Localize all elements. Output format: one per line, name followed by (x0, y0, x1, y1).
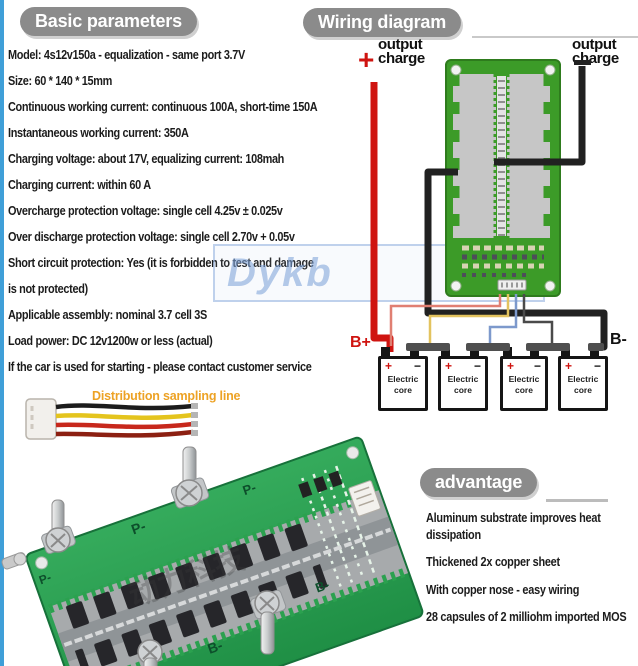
bms-board-photo: P- P- P- B- B- 动力科技 (25, 436, 424, 666)
cell-minus-mark: − (413, 359, 421, 373)
product-photo: P- P- P- B- B- 动力科技 (1, 398, 424, 666)
harness-wire-red (55, 421, 194, 430)
param-line: Instantaneous working current: 350A (8, 125, 189, 140)
advantage-item: Aluminum substrate improves heat dissipa… (426, 510, 601, 542)
param-line: Overcharge protection voltage: single ce… (8, 203, 283, 218)
harness-wire-yellow (55, 412, 194, 420)
cell-label: Electric core (387, 374, 419, 395)
cell-label: Electric core (567, 374, 599, 395)
harness-wire-black (55, 403, 194, 411)
cell-minus-mark: − (473, 359, 481, 373)
param-line: Size: 60 * 140 * 15mm (8, 73, 113, 88)
cell-plus-mark: + (507, 359, 515, 373)
b-plus-label: B+ (350, 334, 371, 351)
wiring-diagram-graphic (370, 59, 608, 358)
cell-plus-mark: + (565, 359, 573, 373)
copper-terminal (1, 552, 27, 570)
advantage-list: Aluminum substrate improves heat dissipa… (426, 510, 638, 637)
advantage-item: With copper nose - easy wiring (426, 581, 580, 597)
basic-parameters-list: Model: 4s12v150a - equalization - same p… (8, 42, 318, 380)
param-line: If the car is used for starting - please… (8, 359, 312, 374)
positive-output-wire (370, 82, 394, 352)
harness-wire-brown (55, 429, 194, 438)
screw-hole (450, 280, 462, 292)
bms-board-diagram (445, 59, 561, 297)
battery-cell-4: + − Electric core (558, 356, 608, 411)
pcb-pad-left (453, 74, 496, 238)
param-line: Load power: DC 12v1200w or less (actual) (8, 333, 213, 348)
b-minus-label: B- (610, 331, 627, 348)
wiring-diagram-header: Wiring diagram (303, 8, 462, 37)
screw-hole (450, 64, 462, 76)
sense-wire-3 (488, 294, 518, 346)
copper-terminal (137, 639, 163, 666)
cell-label: Electric core (447, 374, 479, 395)
header-divider-line (472, 36, 638, 38)
board-label-p-minus: P- (241, 480, 258, 498)
board-label-p-minus: P- (37, 570, 53, 587)
control-circuit-zone (298, 465, 381, 587)
param-line: Applicable assembly: nominal 3.7 cell 3S (8, 307, 207, 322)
copper-terminal (170, 446, 210, 509)
cell-minus-mark: − (533, 359, 541, 373)
param-line: Continuous working current: continuous 1… (8, 99, 318, 114)
battery-cell-2: + − Electric core (438, 356, 488, 411)
advantage-underline (546, 499, 608, 502)
copper-terminal (41, 499, 76, 554)
battery-cell-3: + − Electric core (500, 356, 548, 411)
screw-hole (544, 64, 556, 76)
advantage-item: Thickened 2x copper sheet (426, 554, 560, 569)
board-label-b-minus: B- (205, 637, 225, 657)
copper-terminal (250, 589, 287, 655)
screw-hole (544, 280, 556, 292)
advantage-header: advantage (420, 468, 538, 497)
mosfet-row-top (59, 519, 314, 633)
param-line: Short circuit protection: Yes (it is for… (8, 255, 314, 270)
left-accent-bar (0, 0, 4, 666)
plus-terminal-mark: + (358, 44, 375, 75)
sampling-line-label: Distribution sampling line (92, 389, 241, 403)
output-charge-label-left: output charge (378, 36, 425, 67)
cell-plus-mark: + (385, 359, 393, 373)
param-line: is not protected) (8, 281, 88, 296)
cell-label: Electric core (508, 374, 540, 395)
board-label-b-minus: B- (313, 577, 331, 596)
advantage-item: 28 capsules of 2 milliohm imported MOS (426, 609, 627, 624)
pcb-pad-right (507, 74, 550, 238)
cell-minus-mark: − (593, 359, 601, 373)
param-line: Charging voltage: about 17V, equalizing … (8, 151, 285, 166)
battery-cell-1: + − Electric core (378, 356, 428, 411)
basic-parameters-header: Basic parameters (20, 7, 197, 36)
cell-plus-mark: + (445, 359, 453, 373)
param-line: Charging current: within 60 A (8, 177, 151, 192)
negative-output-wire (494, 66, 586, 166)
sense-wire-4 (522, 294, 554, 346)
param-line: Over discharge protection voltage: singl… (8, 229, 295, 244)
sampling-harness (25, 398, 198, 440)
cell-terminals (381, 347, 599, 358)
sense-wire-1 (389, 294, 502, 346)
photo-connector (348, 480, 381, 517)
minus-terminal-mark (574, 60, 591, 65)
bus-bars (406, 343, 604, 351)
board-label-p-minus: P- (129, 518, 148, 538)
sense-wire-2 (428, 294, 510, 346)
param-line: Model: 4s12v150a - equalization - same p… (8, 47, 245, 62)
